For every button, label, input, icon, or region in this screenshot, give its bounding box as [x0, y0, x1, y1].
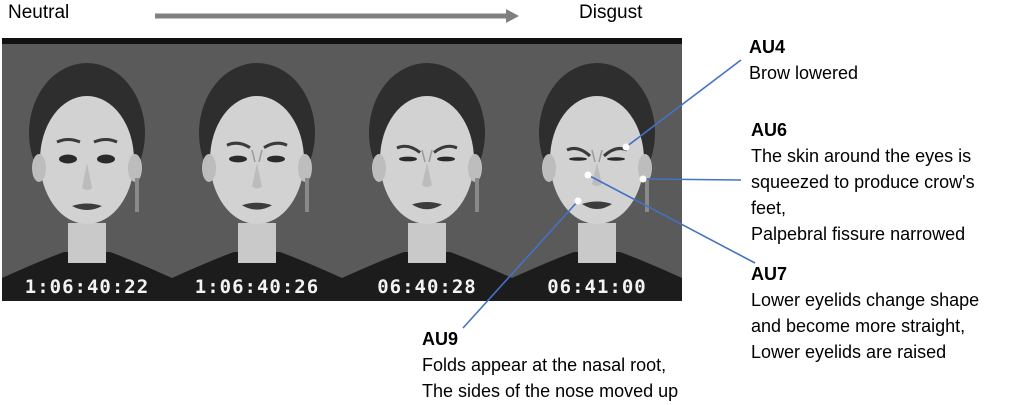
left-eyebrow — [396, 144, 421, 154]
au4-marker-dot — [622, 143, 630, 151]
earring — [645, 178, 649, 212]
frame-2: 1:06:40:26 — [172, 38, 342, 301]
shoulders — [2, 252, 172, 301]
au6-leader-line — [642, 178, 742, 181]
nasal-root-folds — [591, 149, 603, 163]
face-shape — [380, 96, 474, 224]
au6-line: squeezed to produce crow's — [751, 172, 975, 192]
au6-annotation: AU6 The skin around the eyes is squeezed… — [751, 117, 975, 247]
right-ear — [638, 154, 652, 182]
right-eye — [267, 155, 285, 163]
shoulders — [172, 252, 342, 301]
timestamp: 1:06:40:22 — [24, 276, 150, 298]
au6-line: Palpebral fissure narrowed — [751, 224, 966, 244]
left-eye — [569, 157, 587, 161]
disgust-label: Disgust — [579, 2, 643, 23]
film-edge — [512, 38, 682, 44]
right-eyebrow — [93, 138, 118, 144]
neck — [408, 223, 446, 263]
left-ear — [542, 154, 556, 182]
nose — [82, 163, 92, 190]
right-eye — [437, 156, 455, 162]
au6-line: The skin around the eyes is — [751, 146, 972, 166]
mouth — [412, 202, 442, 210]
left-eye — [229, 155, 247, 163]
au7-line: Lower eyelids are raised — [751, 342, 947, 362]
shoulders — [342, 252, 512, 301]
left-eyebrow — [566, 147, 592, 158]
au9-line: The sides of the nose moved up — [422, 381, 679, 401]
au9-code: AU9 — [422, 329, 459, 349]
right-eyebrow — [263, 141, 288, 149]
earring — [135, 178, 139, 212]
au9-line: Folds appear at the nasal root, — [422, 355, 667, 375]
earring — [475, 178, 479, 212]
earring — [305, 178, 309, 212]
mouth — [582, 201, 612, 209]
au9-annotation: AU9 Folds appear at the nasal root, The … — [422, 326, 678, 404]
nose — [252, 163, 262, 189]
left-eye — [399, 156, 417, 162]
face-photo — [342, 38, 512, 301]
au7-line: Lower eyelids change shape — [751, 290, 980, 310]
frame-4: 06:41:00 — [512, 38, 682, 301]
frame-3: 06:40:28 — [342, 38, 512, 301]
right-eyebrow — [433, 144, 458, 154]
au7-annotation: AU7 Lower eyelids change shape and becom… — [751, 261, 979, 365]
right-ear — [468, 154, 482, 182]
left-eyebrow — [226, 141, 251, 149]
right-ear — [128, 154, 142, 182]
au7-code: AU7 — [751, 264, 788, 284]
film-edge — [342, 38, 512, 44]
left-eyebrow — [56, 138, 81, 144]
au4-leader-line — [625, 59, 742, 148]
au7-leader-line — [587, 174, 756, 264]
right-ear — [298, 154, 312, 182]
nasal-root-folds — [251, 149, 263, 163]
shoulders — [512, 252, 682, 301]
progression-arrow-head — [506, 9, 519, 23]
au6-line: feet, — [751, 198, 787, 218]
face-shape — [210, 96, 304, 224]
mouth — [242, 202, 272, 210]
frame-1: 1:06:40:22 — [2, 38, 172, 301]
left-ear — [202, 154, 216, 182]
neutral-label: Neutral — [8, 2, 70, 23]
left-ear — [32, 154, 46, 182]
film-edge — [172, 38, 342, 44]
neck — [578, 223, 616, 263]
face-photo — [2, 38, 172, 301]
face-photo — [512, 38, 682, 301]
au4-line: Brow lowered — [749, 63, 859, 83]
left-eye — [59, 154, 77, 164]
au9-leader-line — [462, 200, 579, 329]
au6-marker-dot — [639, 175, 647, 183]
au7-line: and become more straight, — [751, 316, 966, 336]
au6-code: AU6 — [751, 120, 788, 140]
timestamp: 1:06:40:26 — [194, 276, 320, 298]
au7-marker-dot — [584, 171, 592, 179]
au4-annotation: AU4 Brow lowered — [749, 34, 858, 86]
au9-marker-dot — [574, 197, 582, 205]
mouth — [72, 203, 102, 210]
face-shape — [40, 96, 134, 224]
timestamp: 06:40:28 — [377, 276, 477, 298]
right-eye — [607, 157, 625, 161]
film-edge — [2, 38, 172, 44]
neck — [238, 223, 276, 263]
left-ear — [372, 154, 386, 182]
nasal-root-folds — [421, 149, 433, 163]
face-photo — [172, 38, 342, 301]
face-sequence-strip: 1:06:40:22 1:06:40:26 06:40:28 06:41:00 — [2, 38, 682, 301]
neck — [68, 223, 106, 263]
timestamp: 06:41:00 — [547, 276, 647, 298]
au4-code: AU4 — [749, 37, 786, 57]
nose — [422, 163, 432, 187]
right-eye — [97, 154, 115, 164]
